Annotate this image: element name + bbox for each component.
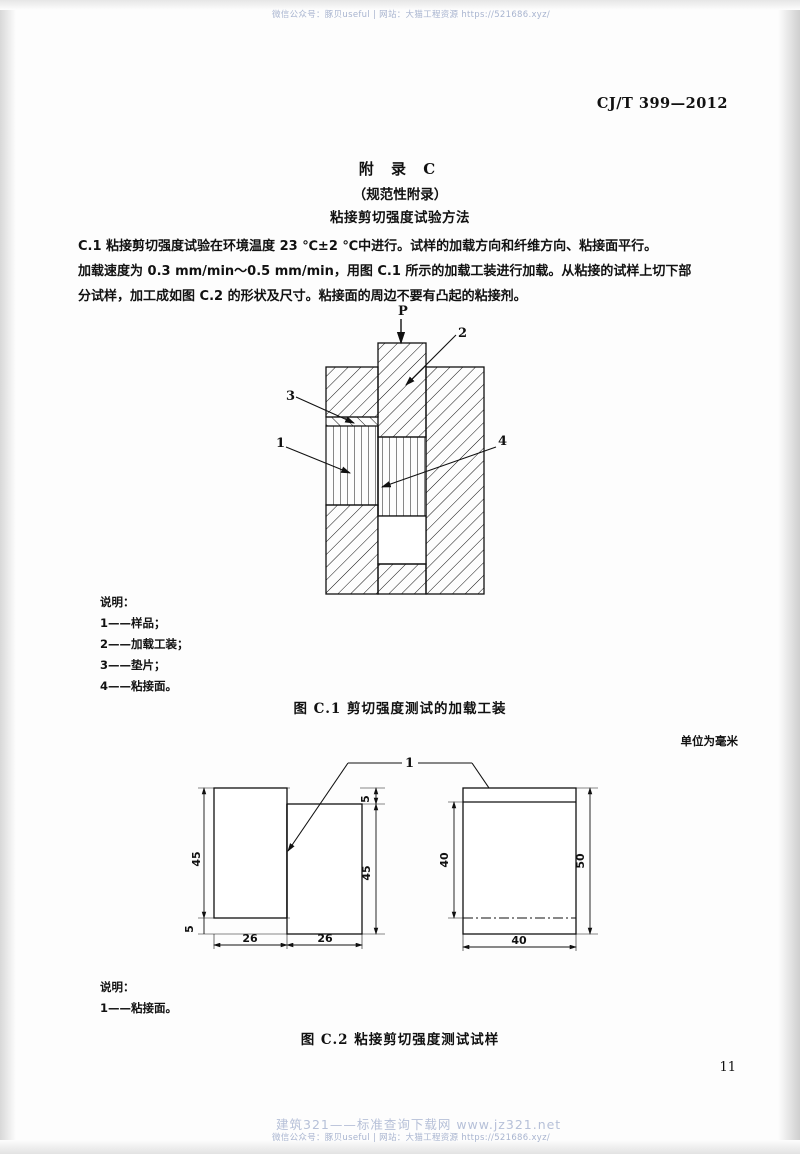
figure2-dim-left-width: 26: [242, 932, 258, 945]
figure2-dim-left-height: 45: [190, 851, 203, 866]
figure1-legend-item-1: 1——样品；: [100, 616, 166, 630]
scan-edge-top: [0, 0, 800, 10]
clause-c1-paragraph: C.1 粘接剪切强度试验在环境温度 23 ℃±2 ℃中进行。试样的加载方向和纤维…: [78, 234, 728, 309]
clause-line-1: C.1 粘接剪切强度试验在环境温度 23 ℃±2 ℃中进行。试样的加载方向和纤维…: [78, 239, 658, 254]
scan-edge-left: [0, 0, 16, 1154]
figure1-callout-2: 2: [458, 326, 467, 341]
annex-name: 粘接剪切强度试验方法: [330, 210, 470, 226]
annex-subtitle: （规范性附录）: [352, 187, 448, 203]
figure-c2-drawing: 45 5 5 45 26 26 1: [180, 755, 640, 965]
clause-line-2: 加载速度为 0.3 mm/min～0.5 mm/min，用图 C.1 所示的加载…: [78, 264, 692, 279]
figure2-dim-side-width: 40: [511, 934, 527, 947]
figure2-dim-side-inner-height: 40: [438, 852, 451, 868]
figure2-dim-right-height: 45: [360, 865, 373, 880]
figure1-legend-item-3: 3——垫片；: [100, 658, 166, 672]
scan-edge-bottom: [0, 1140, 800, 1154]
figure2-dim-right-width: 26: [317, 932, 333, 945]
annex-title: 附 录 C: [358, 160, 442, 178]
watermark-bottom-main: 建筑321——标准查询下载网 www.jz321.net: [276, 1117, 562, 1132]
page-number: 11: [719, 1060, 736, 1075]
figure1-legend-title: 说明：: [100, 595, 135, 609]
figure1-legend-item-2: 2——加载工装；: [100, 637, 189, 651]
figure2-dim-right-step: 5: [359, 795, 372, 803]
figure-c1-drawing: P 2 3: [270, 305, 540, 595]
figure1-callout-4: 4: [498, 434, 507, 449]
figure2-caption: 图 C.2 粘接剪切强度测试试样: [300, 1032, 500, 1048]
figure1-load-label: P: [398, 305, 408, 319]
figure2-dim-left-step: 5: [183, 925, 196, 933]
page-header-standard-code: CJ/T 399—2012: [596, 95, 728, 112]
figure1-legend-item-4: 4——粘接面。: [100, 679, 178, 693]
figure2-callout-1: 1: [405, 756, 414, 771]
figure1-callout-1: 1: [276, 436, 285, 451]
figure2-unit-note: 单位为毫米: [680, 734, 739, 748]
watermark-top: 微信公众号：豚贝useful | 网站：大猫工程资源 https://52168…: [272, 10, 551, 20]
figure1-callout-3: 3: [286, 389, 295, 404]
figure2-dim-side-outer-height: 50: [574, 853, 587, 869]
figure2-legend-item-1: 1——粘接面。: [100, 1001, 178, 1015]
figure1-caption: 图 C.1 剪切强度测试的加载工装: [293, 701, 507, 717]
scan-edge-right: [778, 0, 800, 1154]
figure1-legend: 说明： 1——样品； 2——加载工装； 3——垫片； 4——粘接面。: [100, 592, 189, 697]
figure2-legend: 说明： 1——粘接面。: [100, 977, 177, 1019]
clause-line-3: 分试样，加工成如图 C.2 的形状及尺寸。粘接面的周边不要有凸起的粘接剂。: [78, 289, 527, 304]
figure2-legend-title: 说明：: [100, 980, 135, 994]
watermark-bottom-sub: 微信公众号：豚贝useful | 网站：大猫工程资源 https://52168…: [272, 1133, 551, 1143]
